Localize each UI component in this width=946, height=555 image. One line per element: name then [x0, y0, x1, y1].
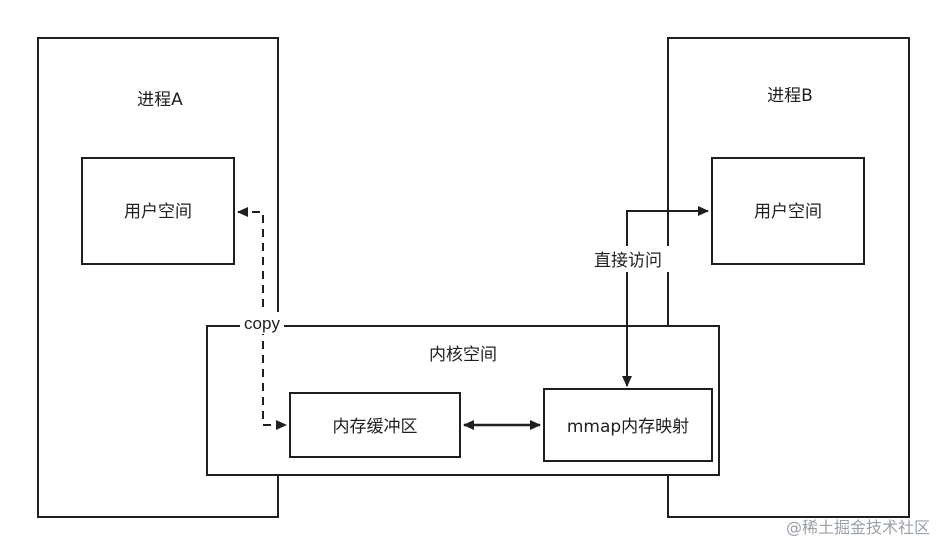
- copy-label: copy: [244, 314, 280, 333]
- copy-label-bg: [240, 312, 284, 334]
- direct-access-label: 直接访问: [594, 251, 662, 271]
- process-b-user-space-box: [711, 157, 865, 265]
- process-a-user-space-label: 用户空间: [124, 202, 192, 222]
- process-b-title: 进程B: [767, 86, 813, 106]
- mmap-box: [543, 388, 713, 462]
- direct-access-connector: [622, 206, 709, 387]
- watermark: @稀土掘金技术社区: [786, 518, 930, 537]
- mmap-label: mmap内存映射: [567, 417, 689, 437]
- direct-access-label-bg: [586, 246, 670, 272]
- memory-buffer-label: 内存缓冲区: [333, 417, 418, 437]
- process-a-title: 进程A: [137, 90, 183, 110]
- process-a-user-space-box: [81, 157, 235, 265]
- memory-buffer-box: [289, 392, 461, 458]
- kernel-space-title: 内核空间: [429, 345, 497, 365]
- process-b-user-space-label: 用户空间: [754, 202, 822, 222]
